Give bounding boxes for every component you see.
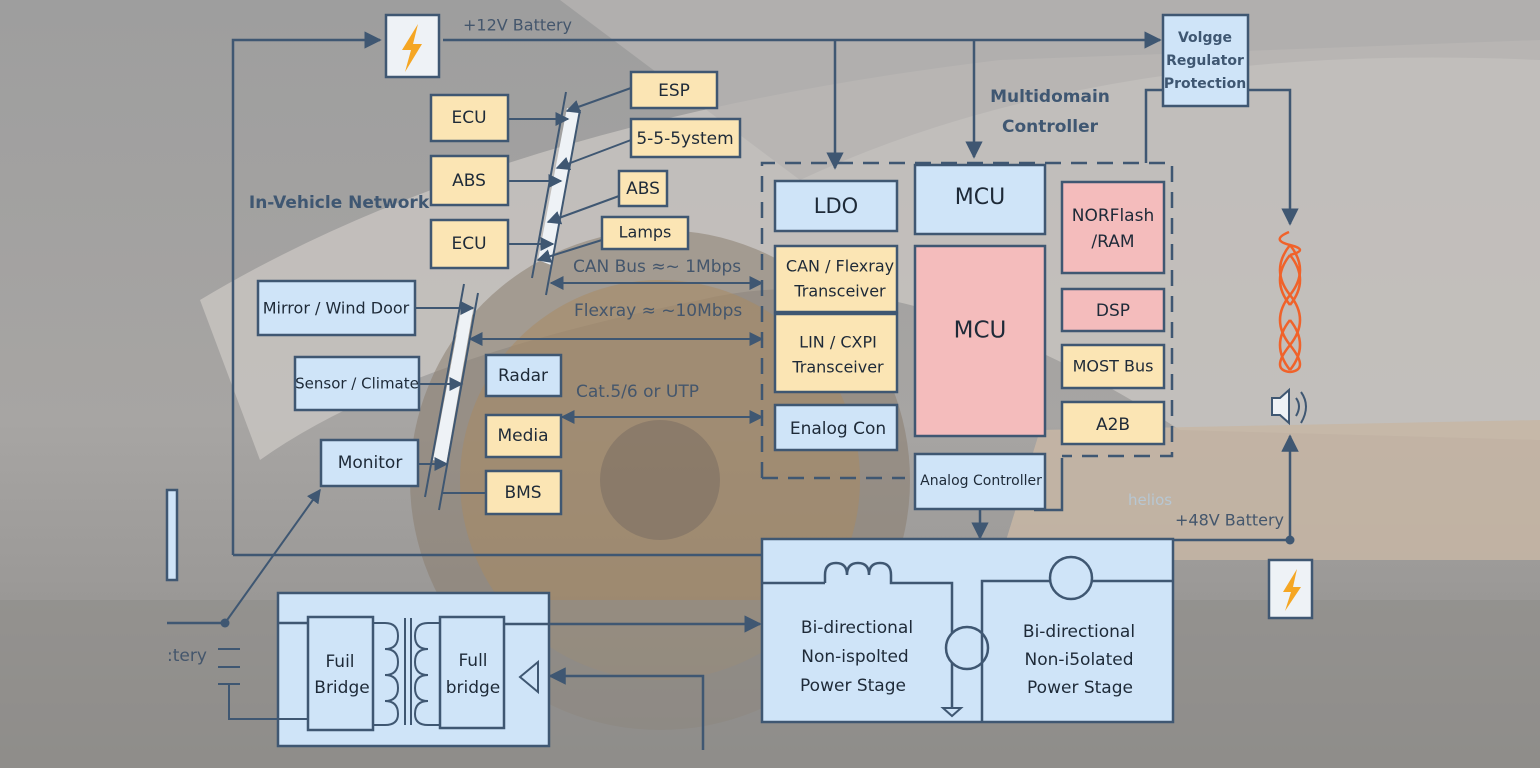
ecu-right-group: ESP 5-5-5ystem ABS Lamps bbox=[536, 70, 742, 263]
lamps-box bbox=[600, 215, 690, 251]
ground-icon bbox=[940, 707, 964, 718]
diagram-label: Radar bbox=[498, 366, 548, 386]
can-bus-label: CAN Bus ≈~ 1Mbps bbox=[573, 257, 741, 277]
watermark: helios bbox=[1128, 491, 1172, 509]
adas-nodes: Radar Media BMS bbox=[443, 353, 563, 516]
diagram-label: Non-i5olated bbox=[1024, 650, 1133, 670]
a2b-box bbox=[1060, 400, 1166, 446]
diagram-label: Protection bbox=[1164, 76, 1246, 92]
diagram-label: ESP bbox=[658, 81, 690, 101]
diagram-label: NORFlash bbox=[1072, 206, 1154, 226]
diagram-label: Fuil bbox=[325, 652, 354, 672]
mcu-top-box bbox=[913, 163, 1047, 236]
battery-symbol-icon: :tery bbox=[165, 488, 321, 720]
diagram-label: LIN / CXPI bbox=[799, 333, 877, 352]
body-nodes: Mirror / Wind Door Sensor / Climate Moni… bbox=[256, 279, 475, 488]
full-bridge-right bbox=[438, 615, 506, 730]
diagram-label: Power Stage bbox=[800, 676, 906, 696]
diagram-label: Non-ispolted bbox=[801, 647, 908, 667]
flexray-label: Flexray ≈ ~10Mbps bbox=[574, 301, 742, 321]
can-flexray-transceiver-box bbox=[773, 244, 899, 314]
diagram-label: Regulator bbox=[1166, 53, 1244, 69]
multidomain-controller-heading-1: Multidomain bbox=[990, 87, 1110, 107]
diagram-label: 5-5-5ystem bbox=[636, 129, 733, 149]
multidomain-controller: LDO MCU CAN / Flexray Transceiver LIN / … bbox=[760, 161, 1174, 511]
clipped-box bbox=[165, 488, 179, 582]
lightning-icon bbox=[402, 24, 422, 72]
battery-48v-label: +48V Battery bbox=[1175, 511, 1284, 530]
diagram-label: Bi-directional bbox=[1023, 622, 1135, 642]
enalog-con-box bbox=[773, 403, 899, 452]
radar-box bbox=[484, 353, 563, 398]
esp-box bbox=[629, 70, 719, 110]
abs-box bbox=[429, 154, 510, 207]
diagram-label: MOST Bus bbox=[1073, 357, 1154, 376]
diagram-label: Full bbox=[458, 651, 487, 671]
ecu-left-group: ECU ABS ECU bbox=[429, 93, 570, 270]
sensor-climate-box bbox=[293, 355, 421, 412]
in-vehicle-network-heading: In-Vehicle Network bbox=[249, 193, 430, 213]
norflash-ram-box bbox=[1060, 180, 1166, 275]
diagram-label: LDO bbox=[814, 194, 858, 218]
diagram-label: ECU bbox=[451, 234, 486, 254]
diagram-label: Media bbox=[497, 426, 548, 446]
power-rails bbox=[231, 31, 1299, 557]
diagram-label: ABS bbox=[452, 171, 486, 191]
full-bridge-left bbox=[306, 615, 375, 732]
diagram-label: MCU bbox=[954, 318, 1007, 344]
diagram-label: MCU bbox=[955, 185, 1005, 210]
ldo-box bbox=[773, 179, 899, 233]
diagram-label: Transceiver bbox=[791, 358, 884, 377]
media-box bbox=[484, 413, 563, 459]
battery-left-label: :tery bbox=[167, 646, 207, 666]
voltage-regulator-box: Volgge Regulator Protection bbox=[1161, 13, 1250, 108]
diode-icon bbox=[518, 659, 539, 695]
multidomain-controller-heading-2: Controller bbox=[1002, 117, 1099, 137]
diagram-label: ECU bbox=[451, 108, 486, 128]
diagram-label: Mirror / Wind Door bbox=[263, 299, 410, 318]
dcdc-converter-block: Fuil Bridge Full bridge bbox=[276, 591, 762, 750]
battery-12v-source: +12V Battery bbox=[384, 13, 572, 79]
diagram-label: Sensor / Climate bbox=[295, 375, 419, 393]
dsp-box bbox=[1060, 287, 1166, 333]
diagram-label: Lamps bbox=[619, 223, 672, 242]
abs-box bbox=[617, 169, 669, 208]
bms-box bbox=[484, 469, 563, 516]
power-stage-block: Bi-directional Non-ispolted Power Stage … bbox=[760, 537, 1175, 724]
body-bus-bar bbox=[424, 283, 479, 511]
inductor-icon bbox=[823, 561, 954, 708]
diagram-label: Enalog Con bbox=[790, 419, 886, 439]
battery-48v-source bbox=[1267, 558, 1314, 620]
diagram-label: ABS bbox=[626, 179, 660, 199]
transformer-icon bbox=[373, 618, 440, 726]
diagram-label: A2B bbox=[1096, 415, 1130, 435]
most-bus-box bbox=[1060, 343, 1166, 390]
diagram-label: Bi-directional bbox=[801, 618, 913, 638]
mcu-main-box bbox=[913, 244, 1047, 438]
diagram-label: CAN / Flexray bbox=[786, 257, 894, 276]
diagram-label: DSP bbox=[1096, 301, 1130, 321]
diagram-label: Power Stage bbox=[1027, 678, 1133, 698]
diagram-label: /RAM bbox=[1091, 232, 1134, 252]
diagram-label: Volgge bbox=[1178, 30, 1232, 46]
diagram-label: Transceiver bbox=[793, 282, 886, 301]
ecu-box bbox=[429, 218, 510, 270]
diagram-label: Monitor bbox=[338, 453, 403, 473]
speaker-icon bbox=[1271, 387, 1307, 426]
diagram-label: bridge bbox=[446, 678, 501, 698]
ethernet-label: Cat.5/6 or UTP bbox=[576, 382, 699, 402]
lin-cxpi-transceiver-box bbox=[773, 312, 899, 394]
coil-icon bbox=[1278, 230, 1302, 374]
lightning-icon bbox=[1283, 569, 1301, 611]
diagram-label: BMS bbox=[504, 483, 541, 503]
battery-12v-label: +12V Battery bbox=[463, 16, 572, 35]
analog-controller-box bbox=[913, 452, 1047, 511]
diagram-label: Bridge bbox=[314, 678, 369, 698]
diagram-label: Analog Controller bbox=[920, 473, 1042, 489]
system-box bbox=[629, 117, 742, 159]
